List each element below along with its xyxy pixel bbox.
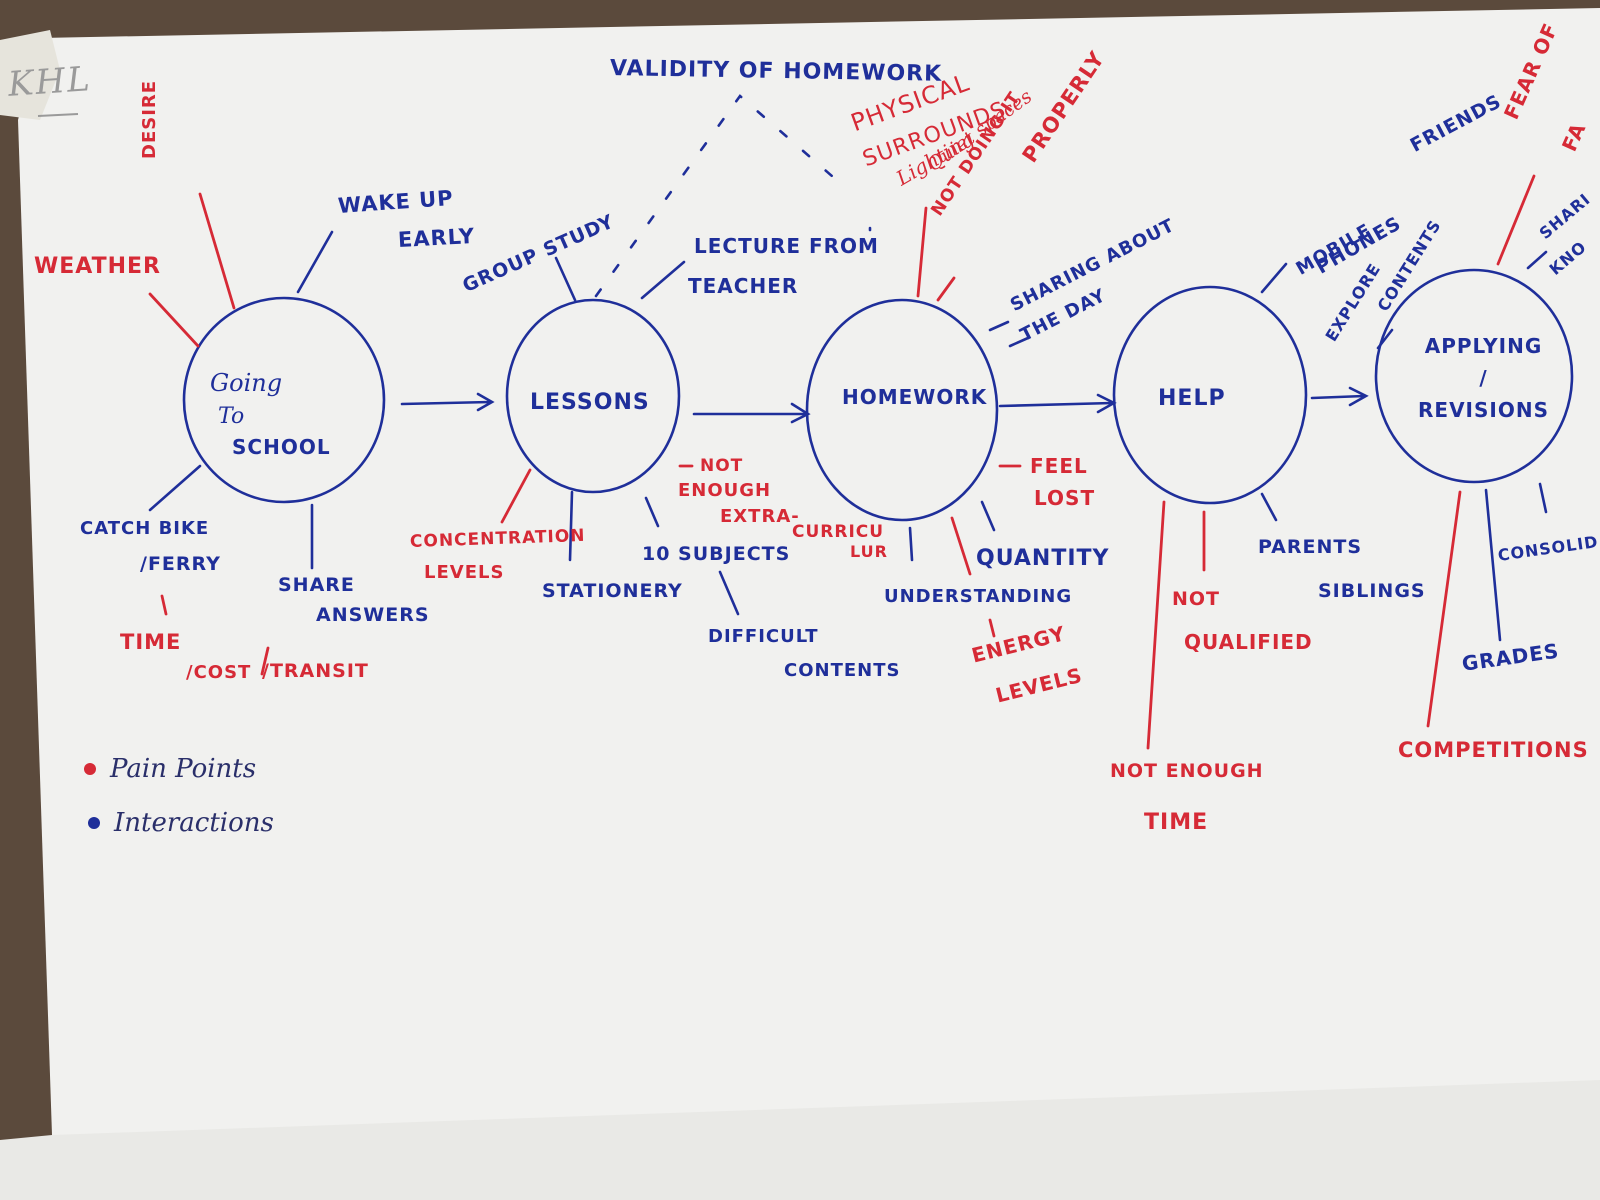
spoke-cost-transit (260, 646, 270, 676)
node-going-circle (182, 296, 386, 504)
label-validity-of-homework: VALIDITY OF HOMEWORK (609, 56, 943, 87)
spoke-grades (1484, 488, 1502, 642)
spoke-time (160, 594, 168, 616)
spoke-energy-2 (988, 618, 996, 638)
spoke-ten-subjects (644, 496, 660, 528)
spoke-consolidate (1538, 482, 1548, 514)
node-going-line3: SCHOOL (232, 434, 331, 459)
label-not-enough-time-1: NOT ENOUGH (1110, 760, 1264, 782)
spoke-difficult (718, 570, 740, 616)
label-lecture-from: LECTURE FROM (694, 234, 879, 258)
node-homework-label: HOMEWORK (842, 385, 988, 409)
label-curriculum-1: CURRICU (792, 522, 885, 542)
legend-pain-points-label: Pain Points (110, 754, 257, 784)
node-lessons-label: LESSONS (530, 390, 650, 415)
spoke-energy (950, 516, 972, 576)
label-not-enough-2: ENOUGH (678, 480, 772, 501)
label-early: EARLY (397, 223, 476, 252)
label-curriculum-2: LUR (850, 542, 888, 561)
torn-corner (0, 30, 60, 120)
label-cost: /COST (186, 662, 252, 683)
label-siblings: SIBLINGS (1318, 580, 1426, 602)
label-extra: EXTRA- (720, 506, 800, 527)
label-stationery: STATIONERY (542, 580, 683, 602)
arrow-homework-help (998, 393, 1117, 414)
node-going-line2: To (218, 403, 245, 429)
node-homework-circle (805, 298, 999, 522)
label-contents: CONTENTS (784, 660, 901, 681)
legend-blue-dot-icon (88, 817, 100, 829)
spoke-not-enough-time (1146, 500, 1166, 750)
label-lost: LOST (1034, 486, 1096, 510)
label-teacher: TEACHER (688, 274, 799, 298)
label-not-qualified-2: QUALIFIED (1184, 630, 1313, 654)
node-applying-line1: APPLYING (1424, 334, 1543, 358)
spoke-concentration (500, 468, 532, 524)
spoke-physical (916, 206, 928, 298)
spoke-sharing-day (988, 320, 1030, 348)
label-time: TIME (120, 630, 182, 654)
label-competitions: COMPETITIONS (1398, 738, 1589, 762)
label-parents: PARENTS (1258, 536, 1363, 558)
spoke-desire (198, 192, 236, 310)
node-going-to-school: Going To SCHOOL (210, 366, 331, 462)
spoke-quantity (980, 500, 996, 532)
label-quantity: QUANTITY (976, 546, 1110, 571)
corner-mark-underline (37, 113, 79, 117)
label-weather: WEATHER (34, 254, 162, 279)
label-feel: FEEL (1030, 454, 1088, 478)
spoke-group-study (554, 256, 577, 302)
spoke-stationery (568, 490, 574, 562)
spoke-parents (1260, 492, 1278, 522)
label-ten-subjects: 10 SUBJECTS (642, 543, 791, 565)
paper-shadow (0, 1080, 1600, 1200)
legend-red-dot-icon (84, 763, 96, 775)
spoke-lecture (640, 260, 686, 300)
node-going-line1: Going (210, 369, 283, 397)
legend-pain-points: Pain Points (84, 754, 256, 784)
spoke-not-doing (936, 276, 956, 302)
label-share: SHARE (278, 574, 355, 596)
corner-mark: KHL (6, 59, 93, 105)
label-transit: /TRANSIT (262, 660, 369, 682)
label-not-qualified-1: NOT (1172, 588, 1221, 610)
label-levels: LEVELS (424, 562, 505, 583)
node-applying-line2: / (1479, 366, 1488, 390)
spoke-understanding (908, 526, 914, 562)
arrow-help-applying (1310, 386, 1369, 407)
label-answers: ANSWERS (316, 604, 430, 626)
spoke-explore (1376, 328, 1394, 350)
node-help-circle (1112, 285, 1308, 505)
spoke-fear (1496, 174, 1536, 266)
legend-interactions-label: Interactions (114, 808, 274, 838)
node-applying-line3: REVISIONS (1418, 398, 1549, 422)
node-applying-circle (1374, 268, 1574, 484)
label-not-enough-1: NOT (700, 456, 744, 476)
legend-interactions: Interactions (88, 808, 274, 838)
spoke-sharing-knowledge (1526, 250, 1548, 270)
label-difficult: DIFFICULT (708, 626, 819, 647)
spoke-weather (148, 292, 200, 348)
label-desire: DESIRE (139, 79, 160, 159)
label-ferry: /FERRY (140, 553, 221, 575)
arrow-going-lessons (400, 392, 495, 412)
label-understanding: UNDERSTANDING (884, 586, 1073, 607)
spoke-validity-dashed (594, 94, 872, 298)
spoke-competitions (1426, 490, 1462, 728)
spoke-catch-bike (148, 464, 202, 512)
paper-background (18, 8, 1600, 1200)
node-applying-revisions: APPLYING / REVISIONS (1418, 330, 1549, 426)
spoke-mobile (1260, 262, 1288, 294)
label-not-enough-time-2: TIME (1144, 810, 1209, 835)
node-help-label: HELP (1158, 386, 1226, 411)
label-catch-bike: CATCH BIKE (80, 518, 210, 539)
arrow-lessons-homework (692, 402, 811, 424)
node-lessons-circle (505, 298, 681, 494)
spoke-wake-up (296, 230, 334, 294)
